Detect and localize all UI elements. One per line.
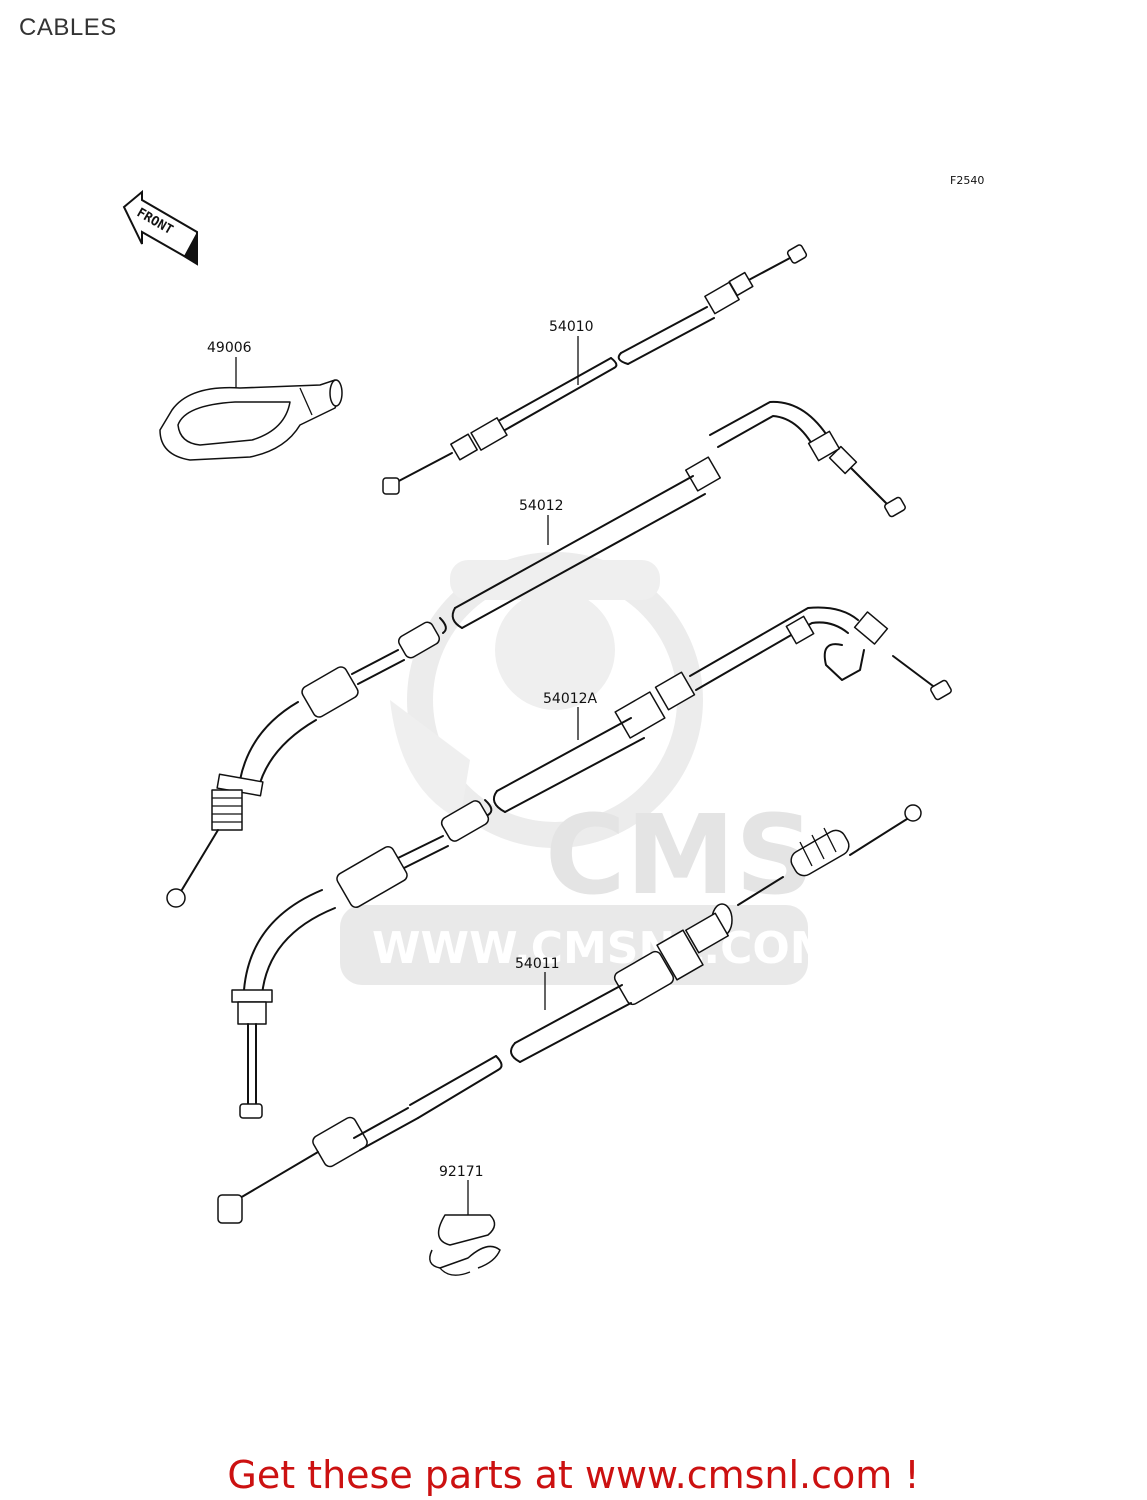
part-54012-cable[interactable]	[166, 400, 906, 908]
part-54012a-cable[interactable]	[231, 606, 952, 1119]
page-title: CABLES	[19, 14, 117, 41]
part-label-92171: 92171	[439, 1164, 484, 1180]
watermark-brand: CMS	[545, 791, 814, 919]
part-49006-cover[interactable]	[159, 379, 343, 461]
part-54010-cable[interactable]	[382, 244, 808, 495]
cms-watermark: CMS WWW.CMSNL.COM	[340, 552, 834, 985]
part-92171-clamp[interactable]	[429, 1214, 501, 1276]
part-label-54012a: 54012A	[543, 691, 598, 707]
part-54011-cable[interactable]	[217, 804, 922, 1224]
figure-code: F2540	[950, 174, 984, 187]
front-direction-icon: FRONT	[122, 189, 198, 266]
part-label-49006: 49006	[207, 340, 252, 356]
part-label-54010: 54010	[549, 319, 594, 335]
watermark-url: WWW.CMSNL.COM	[372, 923, 834, 974]
footer-link[interactable]: Get these parts at www.cmsnl.com !	[227, 1453, 920, 1497]
part-label-54012: 54012	[519, 498, 564, 514]
part-label-54011: 54011	[515, 956, 560, 972]
